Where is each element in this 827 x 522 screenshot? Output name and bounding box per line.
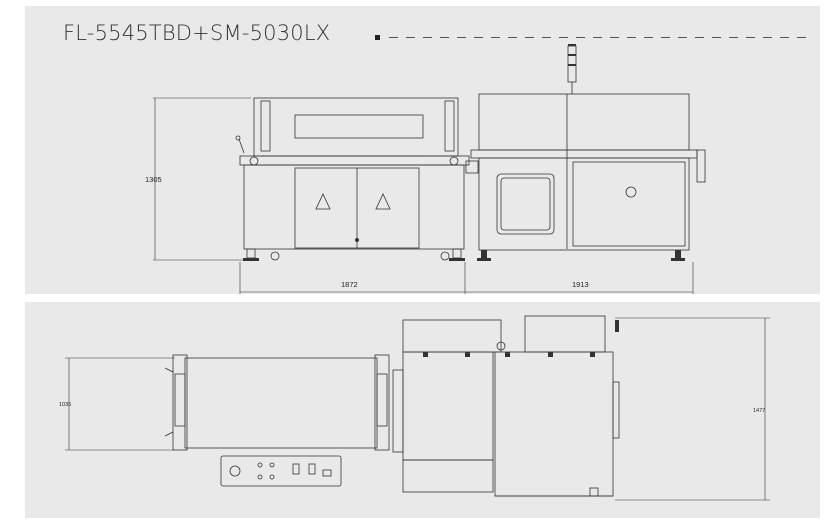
model-title: FL-5545TBD+SM-5030LX	[63, 21, 331, 45]
sealer-depth-dimension-label: 1035	[59, 402, 71, 408]
front-view-panel: FL-5545TBD+SM-5030LX	[25, 6, 820, 294]
tunnel-top-details	[423, 320, 619, 357]
top-view-panel: 1035 1477	[25, 302, 820, 518]
shrink-tunnel-top	[392, 315, 620, 497]
sealer-machine-front	[235, 97, 470, 261]
sealer-machine-top	[164, 354, 390, 487]
sealer-width-dimension-label: 1872	[341, 280, 358, 289]
front-view-drawing: 1305 1872 1913	[145, 35, 810, 294]
top-dimension-lines	[65, 317, 770, 501]
sealer-details	[243, 193, 465, 261]
title-bullet	[375, 35, 380, 40]
tunnel-feet	[477, 44, 685, 261]
tunnel-width-dimension-label: 1913	[572, 280, 589, 289]
height-dimension-label: 1305	[145, 175, 162, 184]
tunnel-depth-dimension-label: 1477	[753, 408, 765, 414]
dimension-lines	[153, 97, 694, 294]
shrink-tunnel-front	[465, 45, 706, 251]
top-view-drawing: 1035 1477	[59, 315, 770, 501]
